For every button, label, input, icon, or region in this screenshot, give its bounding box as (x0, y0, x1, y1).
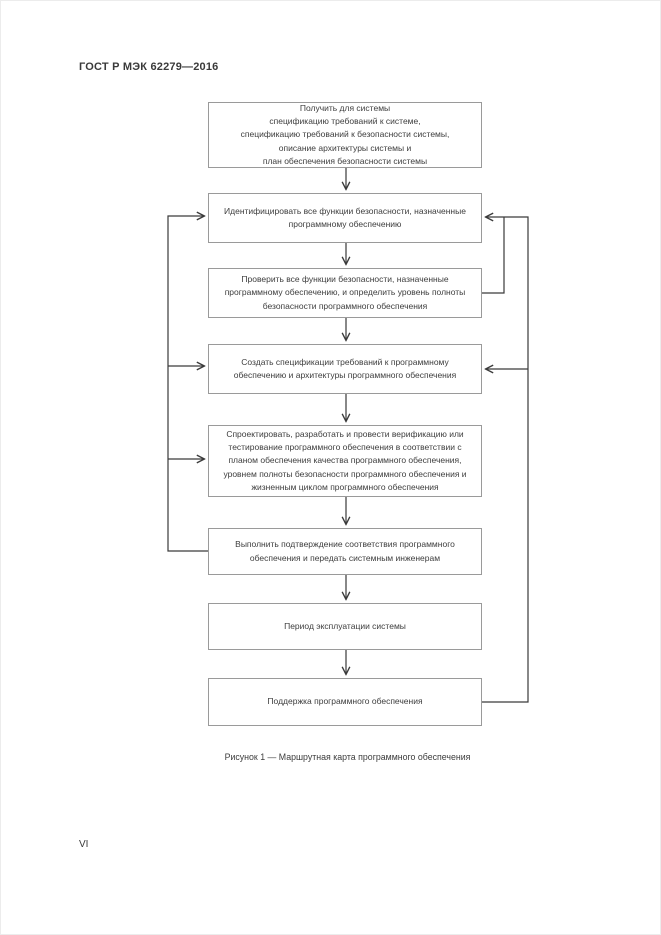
box-label: Выполнить подтверждение соответствия про… (235, 539, 455, 563)
flowchart-box-verify-safety-functions: Проверить все функции безопасности, назн… (208, 268, 482, 318)
box-label: Создать спецификации требований к програ… (233, 356, 457, 380)
flowchart-box-create-specifications: Создать спецификации требований к програ… (208, 344, 482, 394)
flowchart-box-identify-safety-functions: Идентифицировать все функции безопасност… (208, 193, 482, 243)
flowchart-box-get-system-specs: Получить для системы спецификацию требов… (208, 102, 482, 168)
feedback-left-main (167, 216, 208, 552)
document-header: ГОСТ Р МЭК 62279—2016 (79, 61, 219, 73)
flowchart-box-validate-handover: Выполнить подтверждение соответствия про… (208, 528, 482, 575)
flowchart-box-operation-period: Период эксплуатации системы (208, 603, 482, 650)
box-label: Идентифицировать все функции безопасност… (224, 205, 466, 229)
box-label: Поддержка программного обеспечения (267, 696, 423, 707)
page-number: VI (79, 839, 89, 850)
flowchart-box-design-develop-verify: Спроектировать, разработать и провести в… (208, 425, 482, 497)
figure-caption: Рисунок 1 — Маршрутная карта программног… (224, 752, 471, 762)
flowchart-box-software-support: Поддержка программного обеспечения (208, 678, 482, 726)
box-label: Спроектировать, разработать и провести в… (223, 429, 467, 492)
feedback-box3-to-box2 (482, 217, 505, 294)
box-label: Получить для системы спецификацию требов… (240, 103, 450, 166)
feedback-right-main (482, 217, 529, 703)
box-label: Проверить все функции безопасности, назн… (224, 274, 466, 311)
box-label: Период эксплуатации системы (284, 620, 406, 631)
